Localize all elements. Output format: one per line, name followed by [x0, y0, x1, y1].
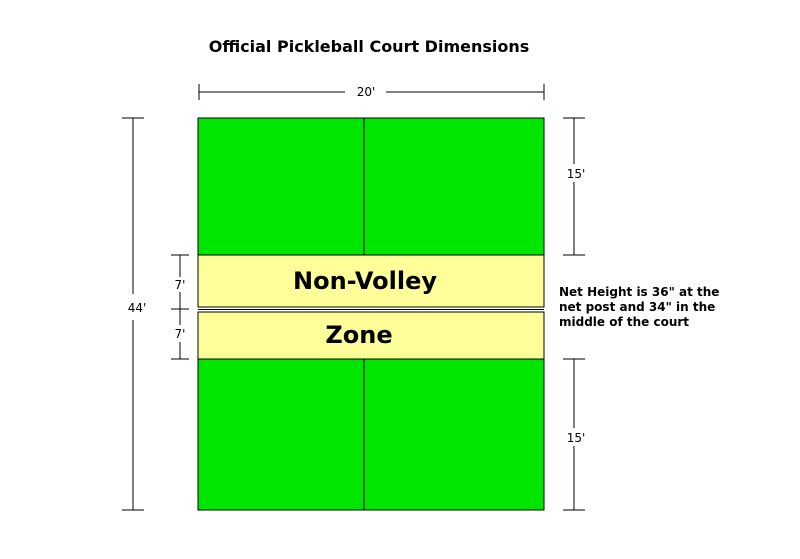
note-line3: middle of the court [559, 315, 689, 329]
kitchen-top-label: 7' [175, 278, 186, 292]
service-box-bottom-right [363, 358, 545, 511]
service-dimensions: 15' 15' [563, 117, 586, 511]
service-top-label: 15' [567, 167, 586, 181]
court-top-half [197, 117, 545, 256]
non-volley-zone: Non-Volley Zone [197, 254, 545, 360]
kitchen-top [197, 254, 545, 308]
zone-label-line1: Non-Volley [293, 267, 437, 295]
width-label: 20' [357, 85, 376, 99]
service-box-top-right [363, 117, 545, 256]
net-height-note: Net Height is 36" at the net post and 34… [559, 285, 719, 329]
court-bottom-half [197, 358, 545, 511]
kitchen-dimensions: 7' 7' [171, 254, 189, 360]
diagram-title: Official Pickleball Court Dimensions [209, 37, 530, 56]
note-line1: Net Height is 36" at the [559, 285, 719, 299]
service-bottom-label: 15' [567, 431, 586, 445]
zone-label-line2: Zone [325, 321, 392, 349]
service-box-bottom-left [197, 358, 365, 511]
length-dimension: 44' [122, 117, 147, 511]
service-box-top-left [197, 117, 365, 256]
width-dimension: 20' [198, 84, 545, 100]
length-label: 44' [128, 301, 147, 315]
kitchen-bottom-label: 7' [175, 327, 186, 341]
note-line2: net post and 34" in the [559, 300, 715, 314]
